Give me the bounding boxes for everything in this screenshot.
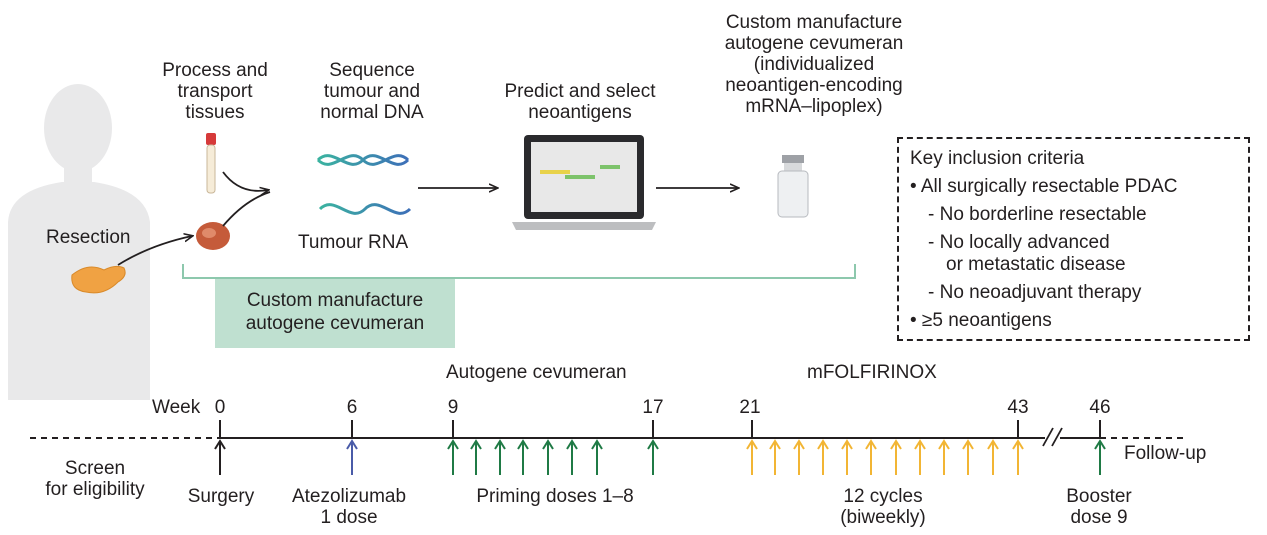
week-tick-label: 9 — [447, 397, 459, 418]
criteria-title: Key inclusion criteria — [910, 148, 1085, 169]
criteria-item: - No locally advanced — [928, 232, 1110, 253]
chemo-cycle-arrow — [746, 439, 758, 475]
criteria-item: or metastatic disease — [946, 254, 1126, 275]
atezolizumab-label: Atezolizumab 1 dose — [291, 486, 407, 528]
chemo-cycle-arrow — [841, 439, 853, 475]
rna-strand-icon — [318, 203, 412, 215]
atezolizumab-arrow — [346, 439, 358, 475]
screen-label: Screen for eligibility — [45, 458, 145, 500]
cycles-label: 12 cycles (biweekly) — [840, 486, 926, 528]
chemo-cycle-arrow — [769, 439, 781, 475]
chemo-cycle-arrow — [817, 439, 829, 475]
chemo-cycle-arrow — [962, 439, 974, 475]
sequence-label: Sequence tumour and normal DNA — [320, 60, 424, 123]
priming-dose-arrow — [494, 439, 506, 475]
priming-dose-arrow — [542, 439, 554, 475]
custom-manufacture-label: Custom manufacture autogene cevumeran — [245, 290, 425, 334]
priming-dose-arrow — [566, 439, 578, 475]
custom-manufacture-box: Custom manufacture autogene cevumeran — [215, 279, 455, 348]
phase-mfolfirinox-label: mFOLFIRINOX — [807, 362, 937, 383]
tissue-icon — [196, 222, 230, 250]
process-label: Process and transport tissues — [162, 60, 268, 123]
resection-label: Resection — [46, 227, 131, 248]
booster-arrow — [1094, 439, 1106, 475]
week-tick-label: 6 — [346, 397, 358, 418]
priming-dose-arrow — [517, 439, 529, 475]
chemo-cycle-arrow — [987, 439, 999, 475]
vial-icon — [777, 155, 809, 218]
dose-arrows — [214, 439, 1106, 475]
dna-helix-icon — [316, 154, 410, 166]
chemo-cycle-arrow — [865, 439, 877, 475]
phase-autogene-label: Autogene cevumeran — [446, 362, 627, 383]
priming-dose-arrow — [470, 439, 482, 475]
week-tick-label: 21 — [739, 397, 761, 418]
booster-label: Booster dose 9 — [1066, 486, 1132, 528]
chemo-cycle-arrow — [914, 439, 926, 475]
week-tick-label: 46 — [1089, 397, 1111, 418]
process-bracket — [182, 264, 856, 279]
predict-label: Predict and select neoantigens — [504, 81, 656, 123]
manufacture-label: Custom manufacture autogene cevumeran (i… — [724, 12, 904, 117]
week-tick-label: 0 — [214, 397, 226, 418]
priming-dose-arrow — [447, 439, 459, 475]
priming-label: Priming doses 1–8 — [476, 486, 634, 507]
criteria-item: • ≥5 neoantigens — [910, 310, 1052, 331]
criteria-item: - No borderline resectable — [928, 204, 1147, 225]
axis-break — [1042, 427, 1063, 447]
pancreas-icon — [71, 265, 126, 294]
tumour-rna-label: Tumour RNA — [298, 232, 409, 253]
criteria-item: - No neoadjuvant therapy — [928, 282, 1142, 303]
surgery-label: Surgery — [187, 486, 255, 507]
inclusion-criteria-box — [897, 137, 1250, 341]
criteria-item: • All surgically resectable PDAC — [910, 176, 1178, 197]
week-ticks — [219, 420, 1101, 438]
week-tick-label: 17 — [642, 397, 664, 418]
chemo-cycle-arrow — [890, 439, 902, 475]
week-tick-label: 43 — [1007, 397, 1029, 418]
person-silhouette — [8, 84, 150, 400]
priming-dose-arrow — [647, 439, 659, 475]
chemo-cycle-arrow — [938, 439, 950, 475]
week-label: Week — [152, 397, 201, 418]
surgery-arrow — [214, 439, 226, 475]
chemo-cycle-arrow — [793, 439, 805, 475]
priming-dose-arrow — [591, 439, 603, 475]
follow-up-label: Follow-up — [1124, 443, 1207, 464]
tube-icon — [206, 133, 216, 194]
chemo-cycle-arrow — [1012, 439, 1024, 475]
laptop-icon — [512, 135, 656, 230]
